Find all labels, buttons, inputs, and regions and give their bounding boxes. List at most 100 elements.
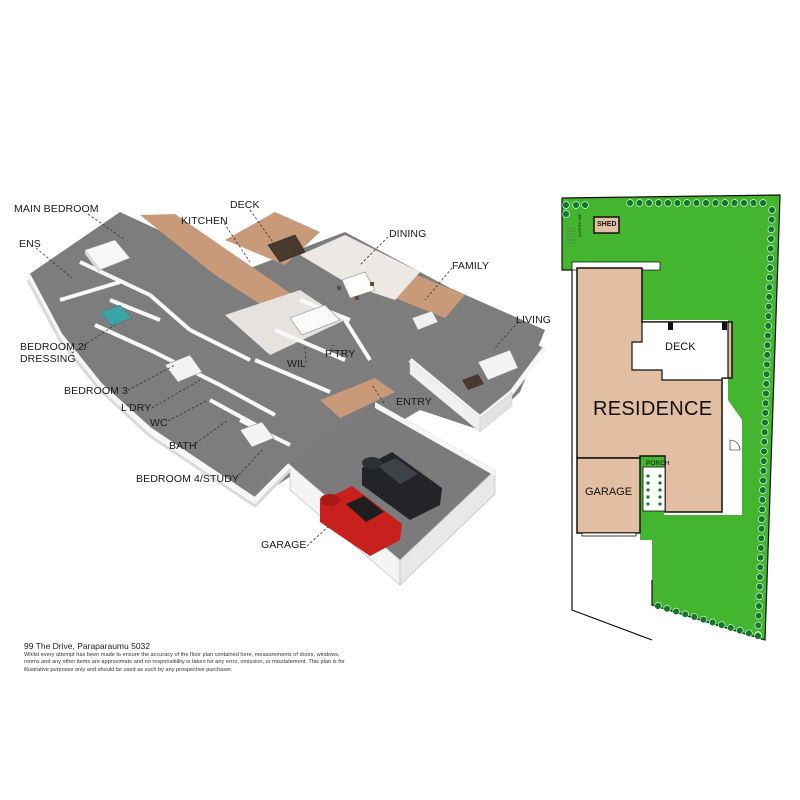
label-laundry: L'DRY <box>121 402 152 414</box>
site-label-shed: SHED <box>597 221 617 228</box>
tree-icon <box>690 613 699 621</box>
tree-icon <box>768 206 776 214</box>
tree-icon <box>745 629 753 637</box>
tree-icon <box>764 322 772 330</box>
tree-icon <box>711 199 720 207</box>
tree-icon <box>749 199 758 207</box>
dining-table <box>337 271 376 300</box>
tree-icon <box>754 632 762 640</box>
tree-icon <box>765 302 773 311</box>
label-bedroom2-line2: DRESSING <box>20 353 76 365</box>
tree-icon <box>760 457 768 465</box>
tree-icon <box>767 215 776 224</box>
tree-icon <box>756 563 764 572</box>
label-entry: ENTRY <box>396 396 432 408</box>
tree-icon <box>699 615 708 624</box>
family-timber <box>395 272 465 318</box>
tree-icon <box>765 293 773 301</box>
tree-icon <box>730 199 739 207</box>
tree-icon <box>759 199 767 207</box>
tree-icon <box>717 621 726 629</box>
interior-walls <box>59 260 372 447</box>
deck-block <box>631 321 729 381</box>
entry-timber <box>320 378 395 418</box>
label-bedroom3: BEDROOM 3 <box>64 385 128 397</box>
tree-icon <box>754 621 763 630</box>
tree-icon <box>763 341 772 349</box>
shed-block <box>593 216 620 234</box>
site-lawn <box>562 195 780 640</box>
garage-door <box>581 532 637 537</box>
tree-icon <box>562 210 570 218</box>
garage-wall-back <box>375 402 495 476</box>
deck-table <box>267 234 306 263</box>
site-label-deck: DECK <box>665 341 696 353</box>
deck-timber <box>140 214 300 320</box>
tree-icon <box>572 201 580 209</box>
outer-wall <box>25 273 292 504</box>
tree-icon <box>763 360 771 369</box>
tree-icon <box>708 618 717 627</box>
porch-block <box>642 466 666 512</box>
tree-icon <box>761 409 770 417</box>
tree-icon <box>760 428 769 436</box>
label-deck: DECK <box>230 199 260 211</box>
tree-icon <box>764 331 772 340</box>
bed-4 <box>239 421 275 448</box>
deck-post-left <box>668 322 673 330</box>
label-family: FAMILY <box>452 260 490 272</box>
family-sofa <box>411 310 439 331</box>
label-ens: ENS <box>19 238 41 250</box>
living-wall-front-r <box>479 391 513 433</box>
living-sofa <box>462 349 519 390</box>
tree-icon <box>757 525 766 533</box>
tree-icon <box>626 199 634 207</box>
tree-icon <box>756 554 765 562</box>
outer-wall-front <box>26 279 292 508</box>
tree-icon <box>635 199 644 207</box>
footer-address: 99 The Drive, Paraparaumu 5032 <box>24 641 151 651</box>
tree-icon <box>766 264 774 272</box>
clothes-line-icon <box>566 227 576 244</box>
tree-icon <box>765 283 774 291</box>
tree-icon <box>759 486 767 494</box>
tree-icon <box>664 199 672 207</box>
kitchen-island <box>289 304 341 336</box>
tree-icon <box>757 534 765 543</box>
living-floor <box>410 322 545 418</box>
site-label-porch: PORCH <box>646 460 670 467</box>
tree-icon <box>758 505 766 514</box>
tree-icon <box>766 254 775 262</box>
label-bath: BATH <box>169 440 197 452</box>
site-label-clothes-line: CLOTHES LINE <box>578 213 582 237</box>
tree-icon <box>759 476 767 485</box>
label-bedroom2-line1: BEDROOM 2/ <box>20 341 87 353</box>
bed-3 <box>164 354 203 383</box>
tree-icon <box>736 626 744 635</box>
tree-icon <box>758 496 767 504</box>
site-boundary <box>561 194 781 641</box>
car-black <box>362 452 442 520</box>
main-bed <box>84 239 131 274</box>
hedge-trees <box>562 199 776 640</box>
tree-icon <box>672 607 680 616</box>
footer-disclaimer: Whilst every attempt has been made to en… <box>24 652 345 673</box>
tree-icon <box>681 610 689 618</box>
label-garage: GARAGE <box>261 539 307 551</box>
tree-icon <box>760 438 769 446</box>
site-label-garage: GARAGE <box>585 486 633 498</box>
garage-wall-right <box>399 469 496 586</box>
garage-block <box>576 457 641 534</box>
tree-icon <box>767 225 776 234</box>
tree-icon <box>755 602 763 610</box>
label-pantry: P'TRY <box>325 348 356 360</box>
tree-icon <box>683 199 691 207</box>
tree-icon <box>767 244 775 253</box>
label-wil: WIL <box>287 358 306 370</box>
label-bedroom4: BEDROOM 4/STUDY <box>136 473 240 485</box>
tree-icon <box>740 199 748 207</box>
tree-icon <box>760 447 768 456</box>
label-wc: WC <box>150 417 168 429</box>
